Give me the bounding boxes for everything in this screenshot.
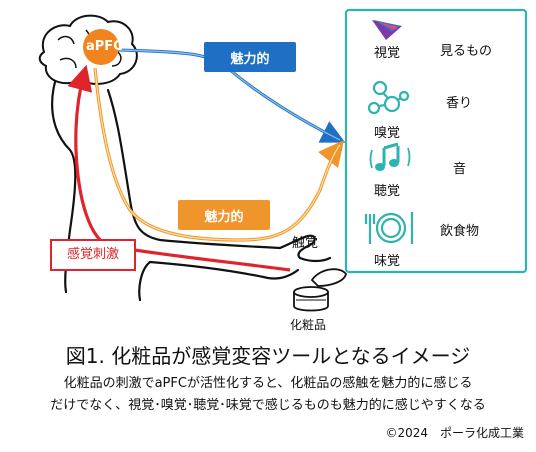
plate-utensils-icon xyxy=(364,212,414,244)
sense-taste: 味覚 xyxy=(374,254,401,269)
sense-smell: 嗅覚 xyxy=(374,126,401,141)
attraction-tag-orange: 魅力的 xyxy=(178,200,270,230)
attraction-tag-blue: 魅力的 xyxy=(204,42,296,72)
molecule-icon xyxy=(367,80,410,115)
sense-vision: 視覚 xyxy=(374,46,401,61)
apfc-label: aPFC xyxy=(86,39,123,54)
brain-icon xyxy=(38,14,138,85)
red-arrow xyxy=(67,64,291,272)
sensory-stimulus-tag: 感覚刺激 xyxy=(50,239,136,271)
caption-line-1: 化粧品の刺激でaPFCが活性化すると、化粧品の感触を魅力的に感じる xyxy=(63,376,473,391)
rainbow-prism-icon xyxy=(372,20,402,40)
music-note-icon xyxy=(369,142,411,171)
caption-line-2: だけでなく、視覚･嗅覚･聴覚･味覚で感じるものも魅力的に感じやすくなる xyxy=(50,398,486,413)
copyright: ©2024 ポーラ化成工業 xyxy=(385,426,524,440)
object-smell: 香り xyxy=(446,96,473,111)
cosmetic-jar-icon xyxy=(293,268,347,312)
apfc-circle xyxy=(83,29,119,65)
orange-arrow-highlight xyxy=(94,67,341,241)
object-vision: 見るもの xyxy=(440,44,493,59)
senses-panel xyxy=(344,8,528,274)
sense-hearing: 聴覚 xyxy=(374,184,401,199)
cosmetic-label: 化粧品 xyxy=(290,318,327,332)
figure-title: 図1. 化粧品が感覚変容ツールとなるイメージ xyxy=(65,344,471,368)
object-taste: 飲食物 xyxy=(440,224,480,239)
object-hearing: 音 xyxy=(453,162,467,177)
touch-label: 触覚 xyxy=(292,236,319,251)
